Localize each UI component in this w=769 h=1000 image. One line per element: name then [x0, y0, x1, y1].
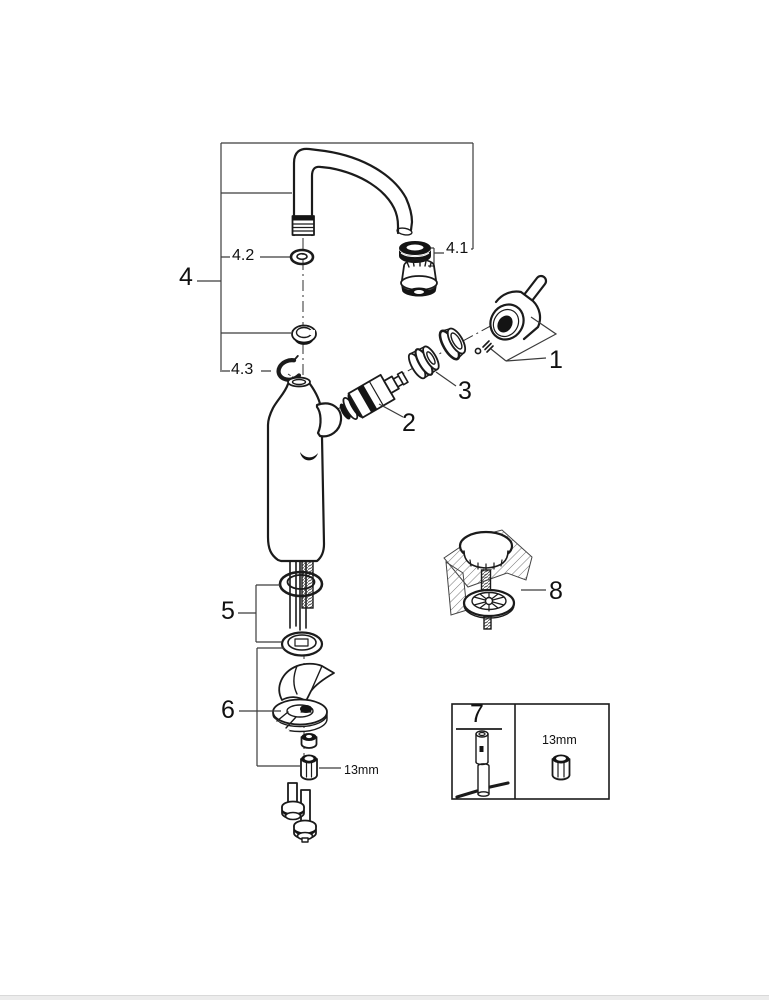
grooved-ring — [407, 345, 440, 380]
spout — [291, 147, 414, 237]
bracket-part4 — [197, 142, 474, 372]
lock-nut — [300, 733, 318, 749]
dome-ring — [438, 327, 467, 361]
o-ring-spout — [289, 248, 315, 266]
bearing-ring — [291, 324, 317, 345]
horseshoe-plate — [266, 698, 328, 733]
part-label-2: 2 — [402, 409, 416, 437]
set-screw — [474, 340, 494, 355]
hex-bit — [551, 754, 571, 781]
part-label-4-2: 4.2 — [232, 247, 255, 264]
part-label-6: 6 — [221, 696, 235, 724]
cartridge — [339, 371, 409, 420]
part-label-4: 4 — [179, 263, 193, 291]
size-note-box: 13mm — [542, 733, 577, 747]
connection-hoses — [281, 782, 317, 843]
part-label-4-1: 4.1 — [446, 240, 469, 257]
popup-waste — [443, 529, 546, 630]
bottom-scrollbar-track[interactable] — [0, 995, 769, 1000]
bracket-part5 — [238, 584, 282, 643]
part-label-3: 3 — [458, 377, 472, 405]
part-label-1: 1 — [549, 346, 563, 374]
part-label-5: 5 — [221, 597, 235, 625]
wedge-spacer — [278, 662, 335, 702]
aerator — [399, 241, 438, 297]
part-label-8: 8 — [549, 577, 563, 605]
bracket-part6 — [239, 647, 341, 769]
base-seal-ring — [280, 631, 324, 657]
size-note-inline: 13mm — [344, 763, 379, 777]
leader-lines-handle-group — [378, 316, 558, 418]
hex-sleeve — [300, 754, 318, 781]
tool-box — [451, 703, 610, 800]
o-ring-base — [278, 570, 324, 598]
part-label-4-3: 4.3 — [231, 361, 254, 378]
handle — [489, 274, 548, 341]
socket-tool — [455, 730, 510, 799]
faucet-body — [266, 376, 343, 563]
part-label-7: 7 — [470, 700, 484, 728]
